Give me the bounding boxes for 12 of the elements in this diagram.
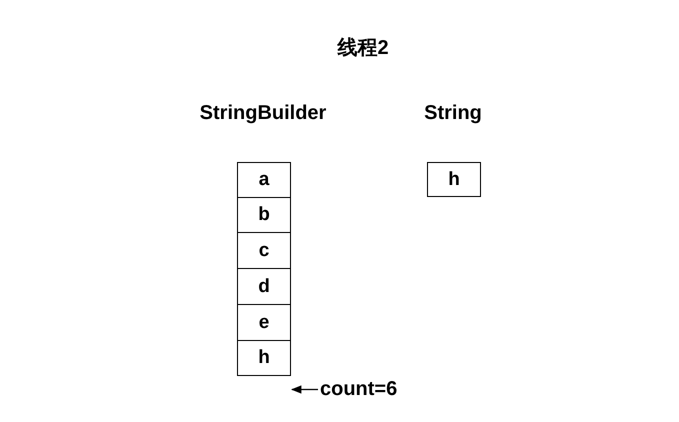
character-cell: c xyxy=(237,232,291,269)
character-cell: h xyxy=(427,162,481,197)
column-heading: StringBuilder xyxy=(200,102,326,125)
character-cell: a xyxy=(237,162,291,198)
title: 线程2 xyxy=(337,36,389,61)
pointer-label: count=6 xyxy=(320,378,398,401)
character-cell: e xyxy=(237,304,291,341)
column-heading: String xyxy=(424,102,482,125)
character-cell: b xyxy=(237,197,291,233)
character-cell: h xyxy=(237,340,291,376)
character-cell: d xyxy=(237,268,291,305)
arrow xyxy=(290,385,318,394)
